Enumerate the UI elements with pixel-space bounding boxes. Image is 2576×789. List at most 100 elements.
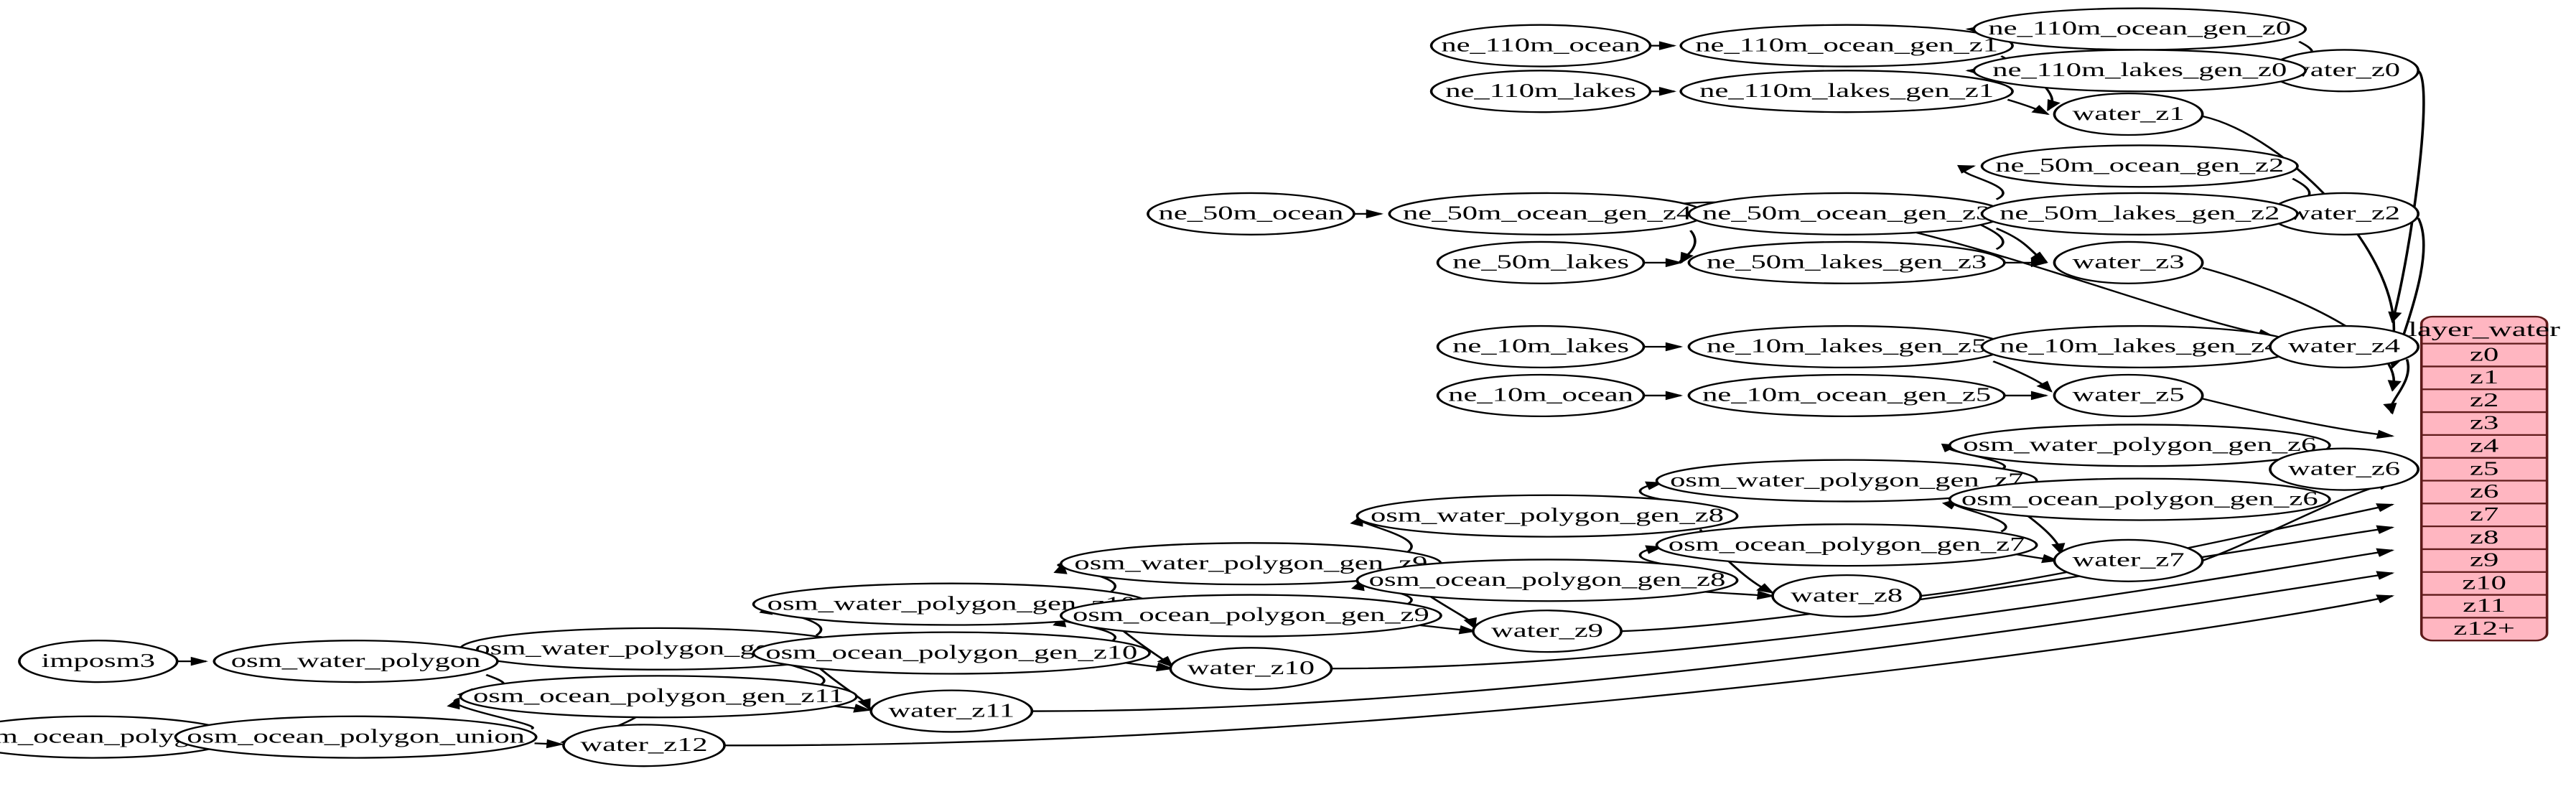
- node-shape: [1972, 49, 2307, 93]
- table-row-hit[interactable]: [2422, 526, 2547, 549]
- edge-arrowhead: [2376, 548, 2395, 557]
- node-osm_water_polygon_gen_z6[interactable]: osm_water_polygon_gen_z6: [1948, 424, 2331, 467]
- node-water_z6[interactable]: water_z6: [2269, 447, 2420, 491]
- node-water_z7[interactable]: water_z7: [2053, 538, 2204, 582]
- node-shape: [1687, 373, 2006, 418]
- node-osm_ocean_polygon_gen_z11[interactable]: osm_ocean_polygon_gen_z11: [459, 675, 858, 719]
- table-row-hit[interactable]: [2422, 572, 2547, 595]
- node-shape: [1388, 192, 1707, 235]
- node-water_z12[interactable]: water_z12: [562, 724, 726, 767]
- edge-arrowhead: [2030, 391, 2049, 401]
- node-ne_110m_lakes_gen_z0[interactable]: ne_110m_lakes_gen_z0: [1972, 49, 2307, 93]
- table-row-hit[interactable]: [2422, 412, 2547, 435]
- node-shape: [1169, 647, 1333, 691]
- node-ne_110m_ocean_gen_z1[interactable]: ne_110m_ocean_gen_z1: [1679, 24, 2014, 67]
- table-row-hit[interactable]: [2422, 366, 2547, 389]
- node-water_z3[interactable]: water_z3: [2053, 241, 2204, 284]
- edge-arrowhead: [2383, 402, 2397, 415]
- table-row-hit[interactable]: [2422, 389, 2547, 412]
- table-row-z2[interactable]: z2: [2422, 388, 2547, 412]
- node-osm_ocean_polygon_gen_z6[interactable]: osm_ocean_polygon_gen_z6: [1948, 477, 2331, 521]
- table-row-z1[interactable]: z1: [2422, 366, 2547, 390]
- edge-water_z9-to-layer_water-z9: [1621, 525, 2395, 632]
- node-osm_ocean_polygon_union[interactable]: osm_ocean_polygon_union: [174, 715, 538, 759]
- node-water_z10[interactable]: water_z10: [1169, 647, 1333, 691]
- node-osm_ocean_polygon_gen_z9[interactable]: osm_ocean_polygon_gen_z9: [1060, 594, 1442, 638]
- node-shape: [18, 640, 179, 683]
- node-ne_50m_ocean_gen_z3[interactable]: ne_50m_ocean_gen_z3: [1687, 192, 2006, 235]
- node-shape: [1771, 574, 1923, 618]
- edge-line: [2391, 70, 2425, 322]
- node-shape: [1436, 373, 1646, 418]
- table-row-z3[interactable]: z3: [2422, 411, 2547, 435]
- node-ne_50m_lakes[interactable]: ne_50m_lakes: [1436, 241, 1646, 284]
- table-row-hit[interactable]: [2422, 344, 2547, 367]
- table-row-z4[interactable]: z4: [2422, 434, 2547, 458]
- node-osm_water_polygon_gen_z8[interactable]: osm_water_polygon_gen_z8: [1355, 494, 1739, 538]
- node-shape: [174, 715, 538, 759]
- edge-arrowhead: [857, 698, 871, 711]
- node-osm_ocean_polygon_gen_z8[interactable]: osm_ocean_polygon_gen_z8: [1355, 559, 1739, 602]
- edge-ne_110m_ocean-to-ne_110m_ocean_gen_z1: [1650, 41, 1677, 50]
- table-row-hit[interactable]: [2422, 481, 2547, 504]
- node-shape: [2053, 373, 2204, 418]
- edge-osm_ocean_polygon_union-to-water_z12: [534, 739, 564, 749]
- edge-water_z10-to-layer_water-z10: [1331, 548, 2395, 670]
- node-water_z5[interactable]: water_z5: [2053, 373, 2204, 418]
- node-ne_110m_ocean[interactable]: ne_110m_ocean: [1429, 24, 1652, 67]
- node-osm_ocean_polygon_gen_z7[interactable]: osm_ocean_polygon_gen_z7: [1655, 523, 2038, 567]
- node-water_z4[interactable]: water_z4: [2269, 325, 2420, 369]
- table-row-z11[interactable]: z11: [2422, 594, 2547, 618]
- table-row-z7[interactable]: z7: [2422, 503, 2547, 526]
- node-ne_50m_lakes_gen_z3[interactable]: ne_50m_lakes_gen_z3: [1687, 241, 2006, 284]
- table-row-z6[interactable]: z6: [2422, 480, 2547, 504]
- table-row-hit[interactable]: [2422, 617, 2547, 640]
- node-osm_water_polygon[interactable]: osm_water_polygon: [213, 640, 499, 683]
- node-water_z9[interactable]: water_z9: [1472, 610, 1623, 653]
- node-imposm3[interactable]: imposm3: [18, 640, 179, 683]
- table-row-z5[interactable]: z5: [2422, 457, 2547, 481]
- node-shape: [1355, 494, 1739, 538]
- node-water_z8[interactable]: water_z8: [1771, 574, 1923, 618]
- edge-arrowhead: [2376, 571, 2395, 580]
- edge-ne_50m_ocean_gen_z3-to-water_z3: [1995, 228, 2048, 263]
- node-shape: [459, 675, 858, 719]
- node-shape: [1980, 144, 2299, 188]
- table-row-z8[interactable]: z8: [2422, 526, 2547, 549]
- table-row-z10[interactable]: z10: [2422, 571, 2547, 595]
- table-row-hit[interactable]: [2422, 549, 2547, 572]
- table-row-hit[interactable]: [2422, 458, 2547, 481]
- node-osm_ocean_polygon_gen_z10[interactable]: osm_ocean_polygon_gen_z10: [752, 631, 1151, 675]
- node-shape: [2053, 538, 2204, 582]
- node-ne_10m_lakes[interactable]: ne_10m_lakes: [1436, 325, 1646, 369]
- node-ne_50m_ocean_gen_z4[interactable]: ne_50m_ocean_gen_z4: [1388, 192, 1707, 235]
- node-ne_50m_ocean_gen_z2[interactable]: ne_50m_ocean_gen_z2: [1980, 144, 2299, 188]
- table-row-hit[interactable]: [2422, 595, 2547, 618]
- edge-line: [724, 594, 2393, 747]
- table-row-z0[interactable]: z0: [2422, 343, 2547, 367]
- node-ne_10m_ocean_gen_z5[interactable]: ne_10m_ocean_gen_z5: [1687, 373, 2006, 418]
- node-water_z11[interactable]: water_z11: [869, 689, 1034, 733]
- node-shape: [1436, 241, 1646, 284]
- edge-arrowhead: [1658, 86, 1677, 96]
- edge-ne_10m_lakes-to-ne_10m_lakes_gen_z5: [1643, 342, 1684, 352]
- node-ne_10m_lakes_gen_z5[interactable]: ne_10m_lakes_gen_z5: [1687, 325, 2006, 369]
- node-shape: [2269, 447, 2420, 491]
- table-row-hit[interactable]: [2422, 435, 2547, 458]
- node-ne_10m_ocean[interactable]: ne_10m_ocean: [1436, 373, 1646, 418]
- node-water_z1[interactable]: water_z1: [2053, 92, 2204, 136]
- node-ne_110m_lakes_gen_z1[interactable]: ne_110m_lakes_gen_z1: [1679, 70, 2014, 113]
- node-ne_50m_lakes_gen_z2[interactable]: ne_50m_lakes_gen_z2: [1980, 192, 2299, 235]
- node-ne_110m_ocean_gen_z0[interactable]: ne_110m_ocean_gen_z0: [1972, 7, 2307, 51]
- edge-ne_50m_ocean-to-ne_50m_ocean_gen_z4: [1353, 209, 1384, 219]
- table-row-hit[interactable]: [2422, 503, 2547, 526]
- edge-arrowhead: [853, 704, 872, 713]
- node-ne_50m_ocean[interactable]: ne_50m_ocean: [1147, 192, 1355, 235]
- edge-arrowhead: [1658, 41, 1677, 50]
- table-row-z12plus[interactable]: z12+: [2422, 617, 2547, 641]
- node-ne_110m_lakes[interactable]: ne_110m_lakes: [1429, 70, 1652, 113]
- node-ne_10m_lakes_gen_z4[interactable]: ne_10m_lakes_gen_z4: [1980, 325, 2299, 369]
- table-row-z9[interactable]: z9: [2422, 548, 2547, 572]
- node-shape: [2053, 92, 2204, 136]
